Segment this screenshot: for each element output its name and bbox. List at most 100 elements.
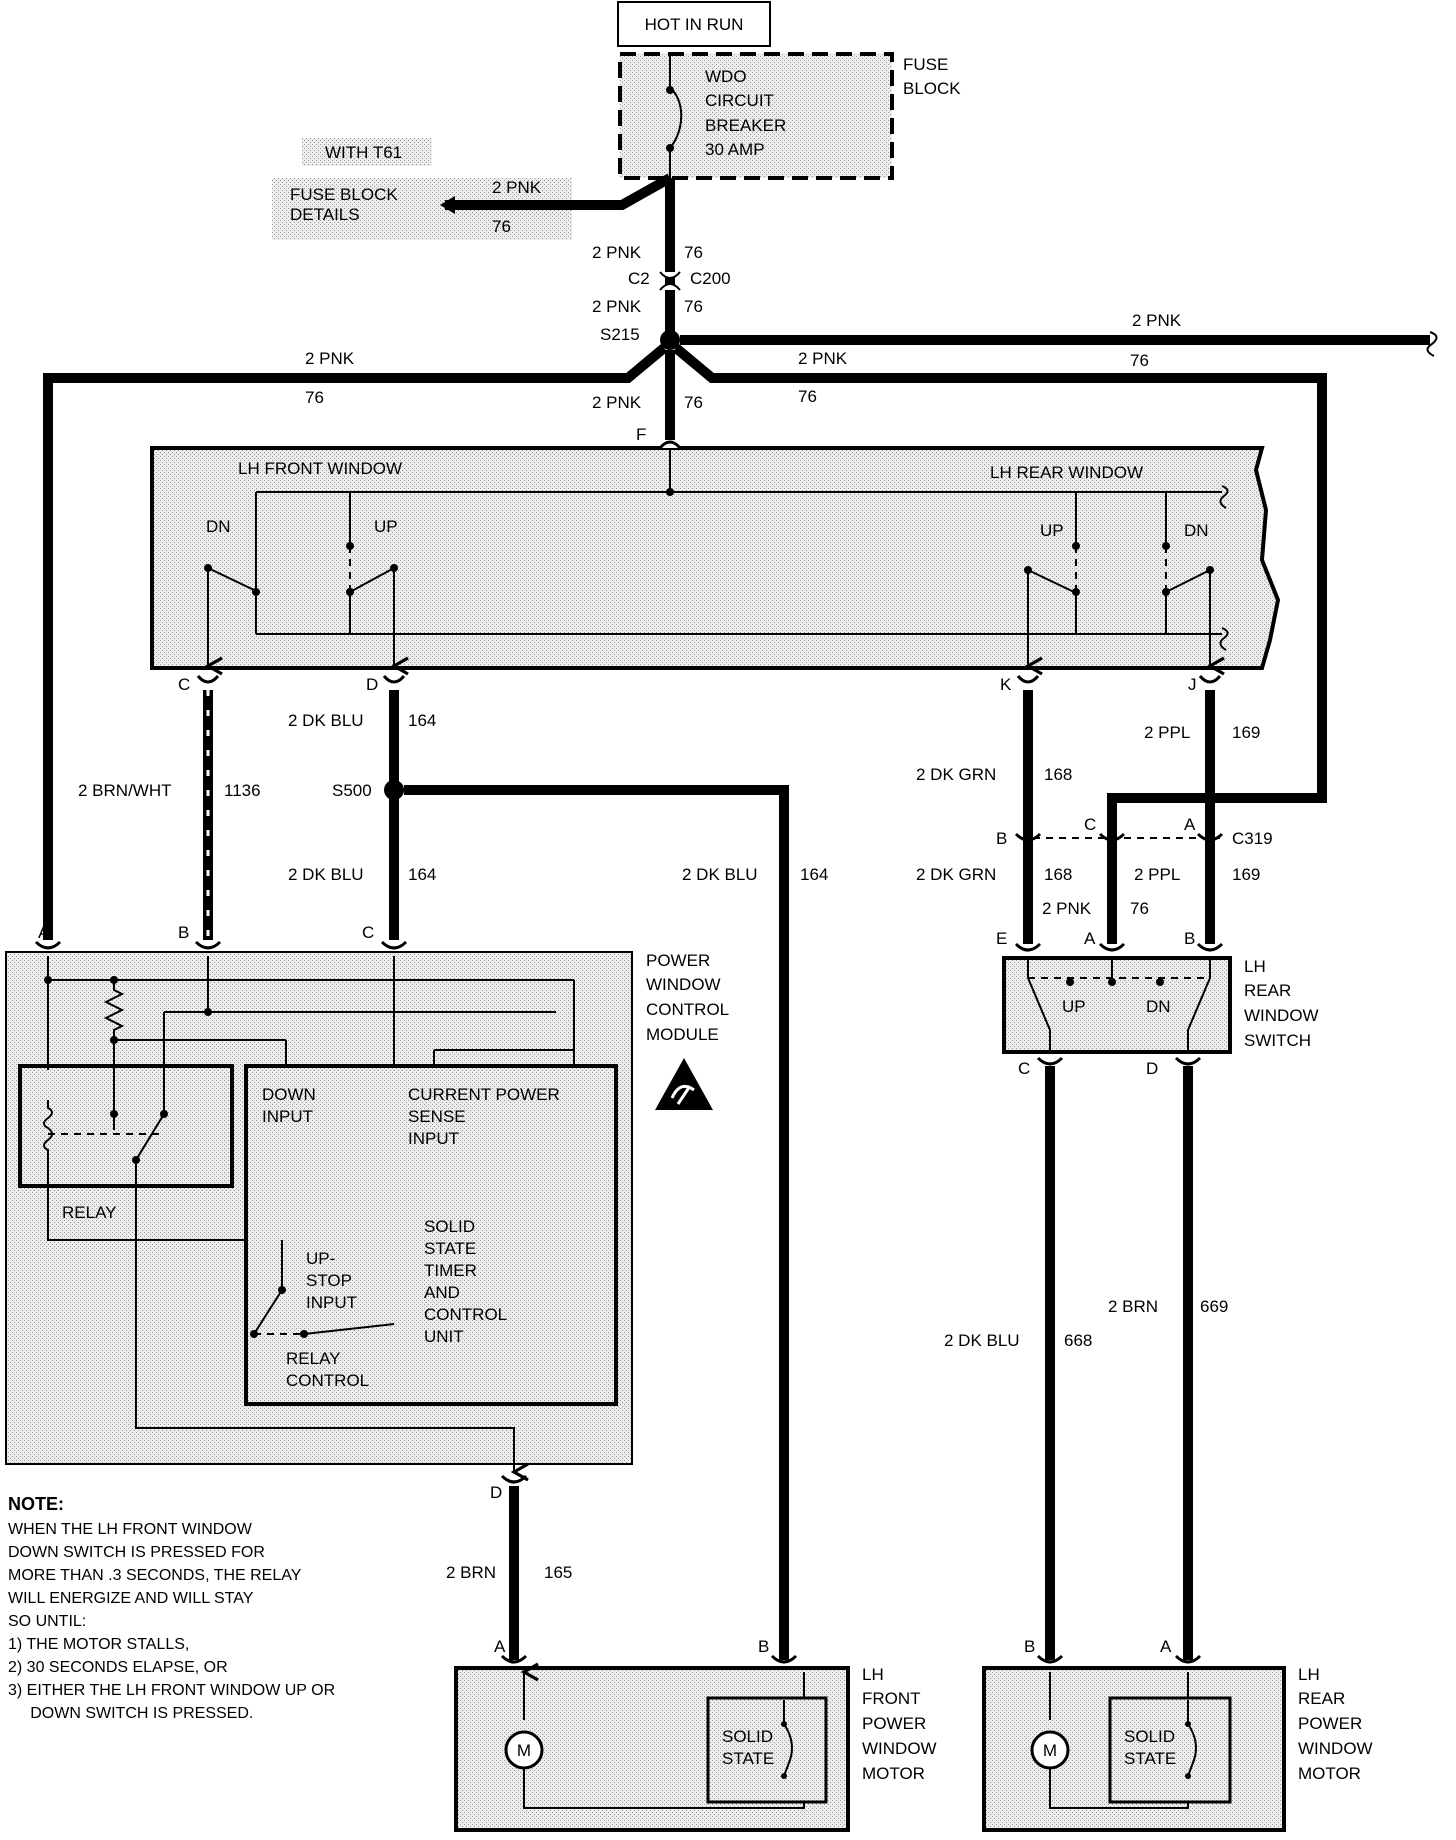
label-brn-wht: 2 BRN/WHT bbox=[78, 781, 172, 800]
bus-break-top bbox=[1219, 485, 1229, 509]
module-pin-a: A bbox=[38, 923, 50, 942]
rear-sw-pin-e: E bbox=[996, 929, 1007, 948]
relay-control-label-1: RELAY bbox=[286, 1349, 341, 1368]
rear-sw-pin-a: A bbox=[1084, 929, 1096, 948]
ss-timer-label-5: CONTROL bbox=[424, 1305, 507, 1324]
label-76-details: 76 bbox=[492, 217, 511, 236]
module-pin-b: B bbox=[178, 923, 189, 942]
label-165: 165 bbox=[544, 1563, 572, 1582]
label-669: 669 bbox=[1200, 1297, 1228, 1316]
rear-motor-m-label: M bbox=[1043, 1741, 1057, 1760]
note-line-9: DOWN SWITCH IS PRESSED. bbox=[8, 1705, 253, 1722]
module-title-4: MODULE bbox=[646, 1025, 719, 1044]
rear-solid-node-2 bbox=[1185, 1773, 1191, 1779]
with-t61-label: WITH T61 bbox=[325, 143, 402, 162]
label-668: 668 bbox=[1064, 1331, 1092, 1350]
rear-switch-title-1: LH bbox=[1244, 957, 1266, 976]
label-pnk-feed-1: 2 PNK bbox=[592, 243, 642, 262]
label-169-2: 169 bbox=[1232, 865, 1260, 884]
label-pnk-rear-sw: 2 PNK bbox=[1042, 899, 1092, 918]
mod-res-node-2 bbox=[110, 1036, 118, 1044]
front-solid-label-1: SOLID bbox=[722, 1727, 773, 1746]
note-line-2: DOWN SWITCH IS PRESSED FOR bbox=[8, 1544, 265, 1561]
svg-text:30 AMP: 30 AMP bbox=[705, 140, 765, 159]
fuse-block-label-2: BLOCK bbox=[903, 79, 961, 98]
esd-sensitive-icon bbox=[655, 1058, 713, 1110]
lh-rear-window-switch bbox=[1002, 956, 1232, 1054]
splice-s215 bbox=[660, 330, 680, 350]
c319-pin-a: A bbox=[1184, 815, 1196, 834]
rear-sw-dn-blade bbox=[1187, 977, 1211, 1052]
wire-pnk-fuse-details bbox=[445, 173, 673, 210]
lh-front-window-label: LH FRONT WINDOW bbox=[238, 459, 402, 478]
front-motor-m-label: M bbox=[517, 1741, 531, 1760]
label-76-switch: 76 bbox=[684, 393, 703, 412]
front-up-label: UP bbox=[374, 517, 398, 536]
note-line-1: WHEN THE LH FRONT WINDOW bbox=[8, 1521, 253, 1538]
rear-switch-title-2: REAR bbox=[1244, 981, 1291, 1000]
rear-solid-state-box bbox=[1108, 1696, 1232, 1804]
master-output-connectors bbox=[196, 674, 1222, 684]
down-input-label: DOWN bbox=[262, 1085, 316, 1104]
svg-text:WDO: WDO bbox=[705, 67, 747, 86]
wire-pnk-left-branch bbox=[43, 344, 668, 940]
up-stop-label-2: STOP bbox=[306, 1271, 352, 1290]
note-heading: NOTE: bbox=[8, 1494, 64, 1514]
rear-sw-up-label: UP bbox=[1062, 997, 1086, 1016]
front-motor-pins bbox=[500, 1654, 798, 1664]
rear-up-blade bbox=[1027, 569, 1075, 593]
note-line-4: WILL ENERGIZE AND WILL STAY bbox=[8, 1590, 254, 1607]
module-pin-c: C bbox=[362, 923, 374, 942]
wire-dk-blu-to-motor bbox=[404, 785, 789, 1660]
note-block: NOTE: WHEN THE LH FRONT WINDOW DOWN SWIT… bbox=[8, 1494, 335, 1722]
module-input-pins bbox=[34, 940, 408, 950]
up-stop-to-c bbox=[303, 1323, 395, 1335]
label-1136: 1136 bbox=[224, 781, 261, 800]
label-dk-blu-2: 2 DK BLU bbox=[288, 865, 364, 884]
rear-sw-pin-d: D bbox=[1146, 1059, 1158, 1078]
fuse-block-box bbox=[618, 52, 894, 180]
pin-j-master: J bbox=[1188, 675, 1197, 694]
with-t61-box bbox=[302, 138, 432, 166]
label-pnk-switch: 2 PNK bbox=[592, 393, 642, 412]
rear-sw-input-pins bbox=[1014, 942, 1224, 952]
label-s215: S215 bbox=[600, 325, 640, 344]
bus-break-bottom bbox=[1219, 627, 1229, 651]
ss-timer-label-2: STATE bbox=[424, 1239, 476, 1258]
svg-text:CIRCUIT: CIRCUIT bbox=[705, 91, 774, 110]
front-solid-label-2: STATE bbox=[722, 1749, 774, 1768]
label-c319: C319 bbox=[1232, 829, 1273, 848]
hot-in-run-box bbox=[617, 1, 771, 47]
label-dk-blu-1: 2 DK BLU bbox=[288, 711, 364, 730]
current-sense-label-2: SENSE bbox=[408, 1107, 466, 1126]
label-pnk-right: 2 PNK bbox=[1132, 311, 1182, 330]
breaker-contact-top bbox=[666, 86, 674, 94]
label-pnk-details: 2 PNK bbox=[492, 178, 542, 197]
relay-label: RELAY bbox=[62, 1203, 117, 1222]
label-168-1: 168 bbox=[1044, 765, 1072, 784]
label-c2: C2 bbox=[628, 269, 650, 288]
breaker-contact-bottom bbox=[666, 144, 674, 152]
front-motor-pin-b: B bbox=[758, 1637, 769, 1656]
label-ppl-2: 2 PPL bbox=[1134, 865, 1180, 884]
label-76-right: 76 bbox=[1130, 351, 1149, 370]
note-line-8: 3) EITHER THE LH FRONT WINDOW UP OR bbox=[8, 1682, 335, 1699]
note-line-5: SO UNTIL: bbox=[8, 1613, 86, 1630]
relay-box bbox=[18, 1064, 234, 1188]
note-line-7: 2) 30 SECONDS ELAPSE, OR bbox=[8, 1659, 228, 1676]
ss-timer-label-3: TIMER bbox=[424, 1261, 477, 1280]
rear-sw-dn-label: DN bbox=[1146, 997, 1171, 1016]
up-stop-label-1: UP- bbox=[306, 1249, 335, 1268]
relay-coil bbox=[43, 1100, 53, 1166]
front-solid-state-box bbox=[706, 1696, 828, 1804]
front-dn-blade bbox=[207, 567, 255, 591]
label-brn-669: 2 BRN bbox=[1108, 1297, 1158, 1316]
down-input-label-2: INPUT bbox=[262, 1107, 313, 1126]
label-164-1: 164 bbox=[408, 711, 436, 730]
ss-timer-label-1: SOLID bbox=[424, 1217, 475, 1236]
rear-motor-title-1: LH bbox=[1298, 1665, 1320, 1684]
label-dk-blu-668: 2 DK BLU bbox=[944, 1331, 1020, 1350]
module-output-pin bbox=[500, 1474, 528, 1484]
fuse-block-details-label-2: DETAILS bbox=[290, 205, 360, 224]
